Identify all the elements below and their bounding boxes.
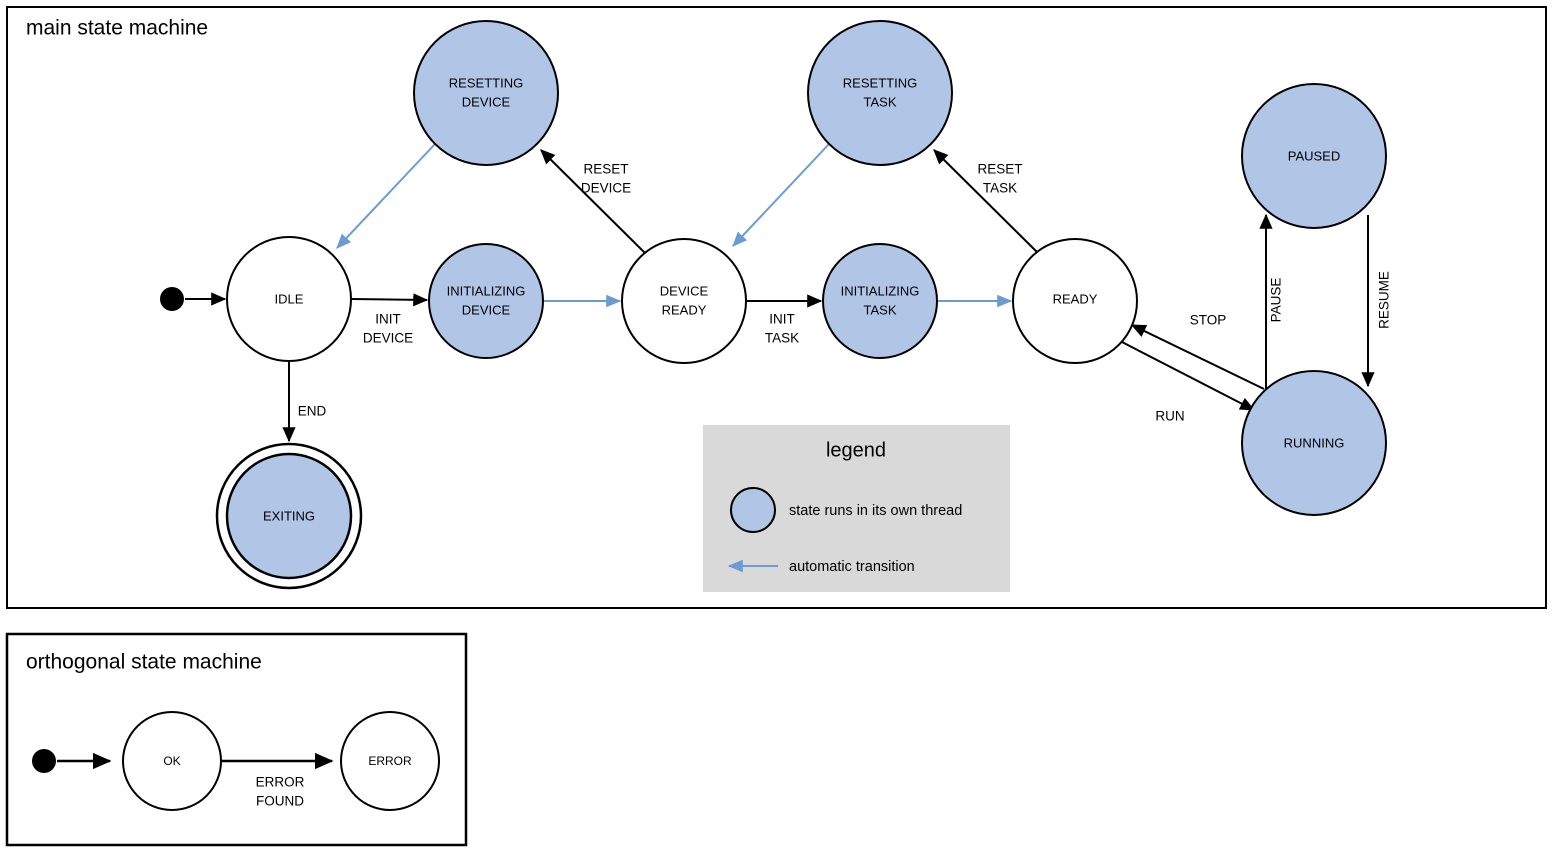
state-error-circle[interactable] [340,711,440,811]
transition-label-reset-task-line2: TASK [983,181,1017,196]
transition-label-init-device-line1: INIT [375,312,401,327]
transition-label-pause: PAUSE [1269,278,1284,323]
transition-label-stop: STOP [1190,313,1227,328]
state-paused-circle[interactable] [1241,83,1387,229]
transition-label-reset-task-line1: RESET [977,162,1022,177]
state-resetting-task-label-line1: RESETTING [843,75,917,90]
legend-title: legend [826,439,886,461]
state-exiting-label: EXITING [263,508,315,523]
transition-stop [1130,324,1265,390]
state-initializing-task[interactable]: INITIALIZING TASK [822,243,938,359]
state-resetting-device-label-line1: RESETTING [449,75,523,90]
main-state-machine-frame: main state machine [6,6,1547,609]
transition-label-init-device-line2: DEVICE [363,331,413,346]
orthogonal-transitions: ERROR FOUND [57,752,334,809]
transition-label-init-task-line1: INIT [769,312,795,327]
transition-run [1121,341,1256,411]
state-initializing-task-circle[interactable] [822,243,938,359]
state-resetting-task-label-line2: TASK [864,94,897,109]
state-resetting-device[interactable]: RESETTING DEVICE [413,20,559,166]
transition-label-run: RUN [1155,409,1184,424]
initial-state-marker [160,287,184,311]
orthogonal-state-machine-frame: orthogonal state machine [5,632,468,847]
state-device-ready[interactable]: DEVICE READY [621,238,747,364]
state-paused[interactable]: PAUSED [1241,83,1387,229]
state-resetting-device-circle[interactable] [413,20,559,166]
state-idle-circle[interactable] [226,236,352,362]
state-initializing-task-label-line2: TASK [864,302,897,317]
state-initializing-device-label-line1: INITIALIZING [447,283,526,298]
orthogonal-states: OK ERROR [32,711,440,811]
legend: legend state runs in its own thread auto… [703,425,1010,592]
state-resetting-device-label-line2: DEVICE [462,94,511,109]
state-device-ready-label-line2: READY [662,302,707,317]
transition-label-resume: RESUME [1377,271,1392,329]
state-exiting-circle[interactable] [225,452,353,580]
transition-init-device [350,293,429,307]
transition-label-error-found-line2: FOUND [256,794,304,809]
state-initializing-device[interactable]: INITIALIZING DEVICE [428,243,544,359]
transition-reset-task [933,149,1039,254]
state-exiting[interactable]: EXITING [215,442,363,590]
transition-label-error-found-line1: ERROR [256,775,305,790]
state-ready-circle[interactable] [1012,238,1138,364]
transition-label-init-task-line2: TASK [765,331,799,346]
state-running[interactable]: RUNNING [1241,370,1387,516]
state-running-circle[interactable] [1241,370,1387,516]
state-paused-label: PAUSED [1288,148,1341,163]
transition-resetdevice-idle-auto [336,143,436,249]
state-resetting-task-circle[interactable] [807,20,953,166]
transition-resettask-deviceready-auto [732,143,830,247]
transition-label-end: END [298,404,327,419]
state-initializing-task-label-line1: INITIALIZING [841,283,920,298]
state-resetting-task[interactable]: RESETTING TASK [807,20,953,166]
state-ready[interactable]: READY [1012,238,1138,364]
state-initializing-device-circle[interactable] [428,243,544,359]
state-idle-label: IDLE [275,291,304,306]
state-idle[interactable]: IDLE [226,236,352,362]
state-device-ready-circle[interactable] [621,238,747,364]
legend-threaded-state-text: state runs in its own thread [789,503,962,519]
legend-auto-transition-text: automatic transition [789,559,915,575]
transition-label-reset-device-line2: DEVICE [581,181,631,196]
state-error-label: ERROR [368,754,412,768]
state-initializing-device-label-line2: DEVICE [462,302,511,317]
orthogonal-initial-state-marker [32,749,56,773]
state-ok-label: OK [163,754,180,768]
state-device-ready-label-line1: DEVICE [660,283,709,298]
state-error[interactable]: ERROR [340,711,440,811]
orthogonal-frame-border [5,632,468,847]
transition-reset-device [540,149,646,254]
state-ok-circle[interactable] [122,711,222,811]
state-ok[interactable]: OK [122,711,222,811]
main-transitions: INIT DEVICE INIT TASK RESET DEVICE RESET… [185,143,1392,443]
state-ready-label: READY [1053,291,1098,306]
main-states: IDLE INITIALIZING DEVICE DEVICE READY IN… [160,20,1387,590]
main-frame-title: main state machine [26,17,208,40]
main-frame-border [6,6,1547,609]
transition-label-reset-device-line1: RESET [583,162,628,177]
state-running-label: RUNNING [1284,435,1345,450]
legend-threaded-state-icon [730,487,776,533]
orthogonal-frame-title: orthogonal state machine [26,651,262,674]
